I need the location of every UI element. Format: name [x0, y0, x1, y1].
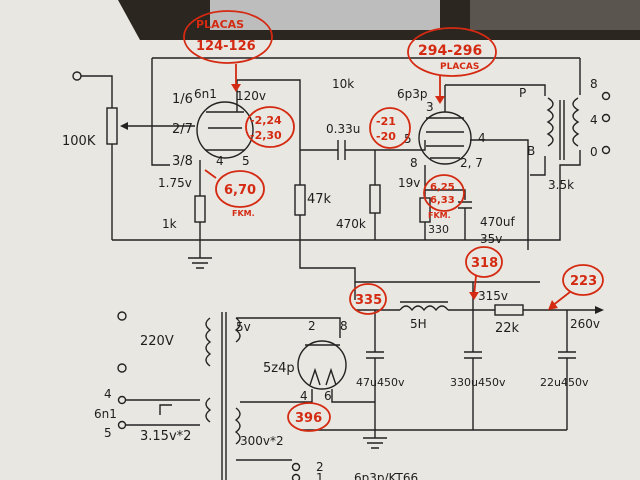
- annotation-circle-cath1: [215, 170, 265, 208]
- tube1-type-label: 6n1: [194, 87, 217, 101]
- photo-top-object: [210, 0, 440, 30]
- ot-tap-4-label: 4: [590, 113, 598, 127]
- supply-mid-voltage-label: 315v: [478, 289, 508, 303]
- photo-top-right-object: [470, 0, 640, 30]
- r-cathode2-label: 330: [428, 223, 449, 236]
- ot-impedance-label: 3.5k: [548, 178, 574, 192]
- annotation-placas2-title: PLACAS: [440, 62, 479, 72]
- wiring: [72, 57, 611, 480]
- annotation-circle-grid1: [245, 106, 295, 148]
- ot-p-label: P: [519, 86, 526, 100]
- rect-pin-6-label: 6: [324, 389, 332, 403]
- pt-hv-label: 300v*2: [240, 434, 284, 448]
- tube1-cathode-voltage-label: 1.75v: [158, 176, 192, 190]
- printed-labels: 6n1 1/6 2/7 3/8 4 5 120v 1.75v 100K 10k …: [62, 77, 600, 480]
- r-feedback-label: 10k: [332, 77, 354, 91]
- annotation-circle-318: [465, 246, 503, 278]
- r-plate-label: 47k: [307, 192, 332, 207]
- annotation-grid2-a: -21: [376, 115, 396, 128]
- pt-pin-5-label: 5: [104, 426, 112, 440]
- c-coupling-label: 0.33u: [326, 122, 360, 136]
- choke-label: 5H: [410, 317, 427, 331]
- tube2-pin-8-label: 8: [410, 156, 418, 170]
- tube1-pin-b-label: 2/7: [172, 122, 193, 137]
- tube2-type-label: 6p3p: [397, 87, 428, 101]
- tube2-cathode-voltage-label: 19v: [398, 176, 420, 190]
- tube1-plate-voltage-label: 120v: [236, 89, 266, 103]
- annotation-placas1-value: 124-126: [196, 39, 256, 54]
- pt-bottom-2-label: 2: [316, 460, 324, 474]
- annotation-circle-placas-1: [183, 10, 273, 64]
- tube2-pin-4-label: 4: [478, 131, 486, 145]
- annotation-cath1-note: FKM.: [232, 209, 255, 218]
- annotation-circle-grid2: [369, 107, 411, 149]
- pt-pin-4-label: 4: [104, 387, 112, 401]
- c-cathode2-voltage-label: 35v: [480, 232, 502, 246]
- tube-6p3p: [418, 111, 472, 165]
- annotation-circle-223: [562, 264, 604, 296]
- rect-pin-8-label: 8: [340, 319, 348, 333]
- pt-bottom-1-label: 1: [316, 471, 324, 480]
- red-annotations: PLACAS 124-126 294-296 PLACAS -2,24 -2,3…: [183, 10, 604, 432]
- annotation-placas1-title: PLACAS: [196, 18, 244, 31]
- pt-bottom-cut-label: 6p3p/KT66: [354, 471, 418, 480]
- ot-primary-coil: [546, 97, 554, 147]
- tube1-pin-4-label: 4: [216, 154, 224, 168]
- tube1-pin-c-label: 3/8: [172, 154, 193, 169]
- annotation-cath2-note: FKM.: [428, 211, 451, 220]
- supply-out-label: 260v: [570, 317, 600, 331]
- heater-tube-label: 6n1: [94, 407, 117, 421]
- tube2-pin-3-label: 3: [426, 100, 434, 114]
- r-grid-label: 470k: [336, 217, 366, 231]
- annotation-v396: 396: [295, 411, 322, 426]
- annotation-circle-335: [349, 283, 387, 315]
- ot-tap-8-label: 8: [590, 77, 598, 91]
- r-cathode1-label: 1k: [162, 217, 177, 231]
- ot-b-label: B: [527, 144, 535, 158]
- pt-5v-label: 5v: [236, 320, 251, 334]
- annotation-grid1-b: -2,30: [250, 129, 282, 142]
- annotation-v223: 223: [570, 274, 597, 289]
- annotation-circle-placas-2: [407, 27, 497, 77]
- tube-6n1: [196, 101, 254, 159]
- c-filter3-label: 22u450v: [540, 376, 589, 389]
- heater-voltage-label: 3.15v*2: [140, 429, 191, 444]
- rect-pin-2-label: 2: [308, 319, 316, 333]
- tube1-pin-5-label: 5: [242, 154, 250, 168]
- c-cathode2-label: 470uf: [480, 215, 516, 229]
- annotation-cath2-b: 6,33: [430, 195, 455, 206]
- rect-pin-4-label: 4: [300, 389, 308, 403]
- mains-label: 220V: [140, 334, 174, 349]
- annotation-cath2-a: 6,25: [430, 182, 455, 193]
- ot-secondary-coil: [572, 97, 580, 147]
- rectifier-type-label: 5z4p: [263, 361, 295, 376]
- ot-tap-0-label: 0: [590, 145, 598, 159]
- annotation-placas2-value: 294-296: [418, 43, 482, 59]
- c-filter2-label: 330u450v: [450, 376, 506, 389]
- annotation-grid2-b: -20: [376, 130, 396, 143]
- tube2-pin-27-label: 2, 7: [460, 156, 483, 170]
- annotation-circle-cath2: [423, 174, 465, 212]
- choke-5h: [399, 305, 449, 312]
- annotation-grid1-a: -2,24: [250, 114, 282, 127]
- c-filter1-label: 47u450v: [356, 376, 405, 389]
- tube1-pin-a-label: 1/6: [172, 92, 193, 107]
- annotation-v335: 335: [355, 293, 382, 308]
- pot-label: 100K: [62, 134, 96, 149]
- rectifier-5z4p-envelope: [297, 340, 347, 390]
- annotation-circle-396: [287, 402, 331, 432]
- r-supply-label: 22k: [495, 321, 520, 336]
- annotation-cath1-value: 6,70: [224, 183, 256, 198]
- tube2-pin-5-label: 5: [404, 132, 412, 146]
- annotation-v318: 318: [471, 256, 498, 271]
